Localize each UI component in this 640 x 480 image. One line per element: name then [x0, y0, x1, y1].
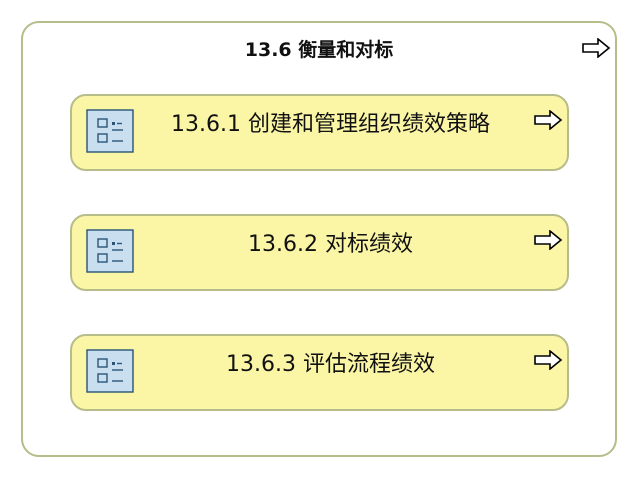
process-card-label: 13.6.2 对标绩效 [248, 232, 413, 257]
process-group-container: 13.6 衡量和对标 13.6.1 创建和管理组织绩效策略 13.6. [21, 21, 617, 457]
process-card-label: 13.6.1 创建和管理组织绩效策略 [171, 112, 490, 137]
group-title: 13.6 衡量和对标 [244, 39, 394, 61]
process-card-13-6-1[interactable]: 13.6.1 创建和管理组织绩效策略 [70, 94, 569, 171]
process-card-13-6-2[interactable]: 13.6.2 对标绩效 [70, 214, 569, 291]
process-list-icon [86, 229, 134, 273]
process-list-icon [86, 349, 134, 393]
card-arrow-right-icon[interactable] [533, 350, 563, 370]
card-arrow-right-icon[interactable] [533, 230, 563, 250]
process-list-icon [86, 109, 134, 153]
group-arrow-right-icon[interactable] [581, 38, 611, 58]
process-card-13-6-3[interactable]: 13.6.3 评估流程绩效 [70, 334, 569, 411]
process-card-label: 13.6.3 评估流程绩效 [226, 352, 435, 377]
card-arrow-right-icon[interactable] [533, 110, 563, 130]
